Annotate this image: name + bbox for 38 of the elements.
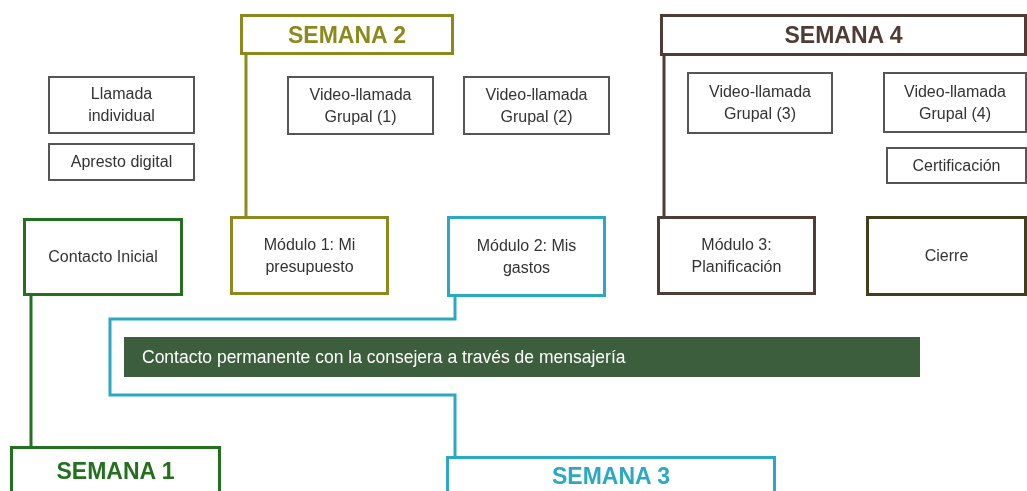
activity-label: Certificación — [911, 155, 1002, 176]
activity-box — [687, 72, 833, 134]
activity-box — [657, 216, 816, 295]
activity-label: Video-llamada Grupal (4) — [903, 81, 1007, 124]
activity-box — [287, 76, 434, 135]
connector-line — [244, 55, 248, 216]
week-header-box — [446, 456, 776, 491]
banner — [124, 337, 920, 377]
activity-box — [48, 76, 195, 134]
activity-box — [883, 72, 1027, 133]
week-title: SEMANA 4 — [783, 22, 904, 48]
activity-box — [230, 216, 389, 295]
week-header-box — [10, 446, 221, 491]
activity-box — [866, 216, 1027, 296]
activity-label: Llamada individual — [87, 84, 156, 126]
connector-line — [662, 56, 666, 216]
week-title: SEMANA 2 — [287, 21, 407, 48]
week-title: SEMANA 3 — [551, 463, 671, 489]
activity-label: Video-llamada Grupal (2) — [484, 84, 589, 127]
activity-label: Contacto Inicial — [47, 247, 159, 267]
banner-text: Contacto permanente con la consejera a través de mensajería — [141, 346, 627, 368]
activity-box — [48, 143, 195, 181]
activity-label: Módulo 1: Mi presupuesto — [262, 234, 357, 277]
connector-line — [29, 296, 33, 446]
week-header-box — [660, 14, 1027, 56]
activity-label: Cierre — [923, 246, 970, 266]
activity-box — [447, 216, 606, 297]
activity-box — [463, 76, 610, 135]
week-title: SEMANA 1 — [55, 458, 176, 484]
activity-label: Módulo 3: Planificación — [690, 234, 783, 277]
activity-box — [886, 147, 1027, 184]
activity-label: Video-llamada Grupal (3) — [708, 82, 812, 124]
activity-label: Módulo 2: Mis gastos — [475, 235, 578, 278]
activity-box — [23, 218, 183, 296]
activity-label: Video-llamada Grupal (1) — [308, 84, 413, 127]
activity-label: Apresto digital — [69, 152, 174, 172]
week-header-box — [240, 14, 454, 55]
connector-line — [108, 297, 457, 456]
